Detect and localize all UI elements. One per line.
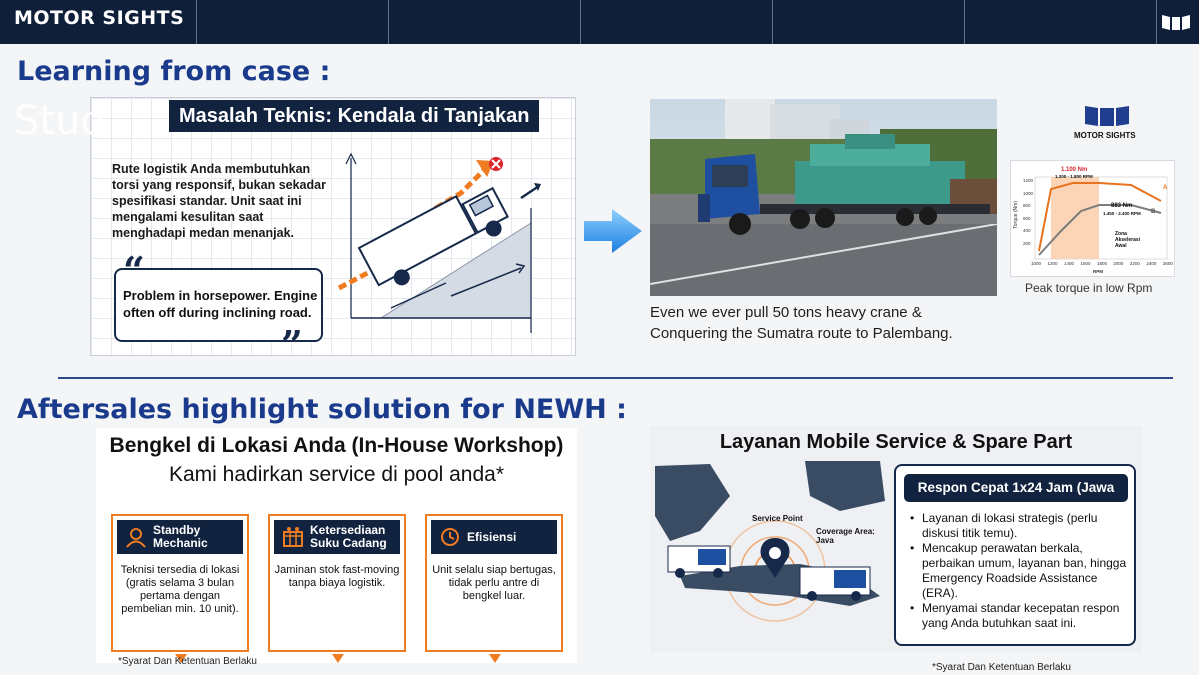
case-description: Rute logistik Anda membutuhkan torsi yan… xyxy=(112,162,326,240)
top-bar-divider xyxy=(1156,0,1157,44)
feature-body: Teknisi tersedia di lokasi (gratis selam… xyxy=(120,564,240,615)
feature-card: Standby Mechanic Teknisi tersedia di lok… xyxy=(111,514,249,663)
feature-pointer xyxy=(332,654,344,663)
list-item: Menyamai standar kecepatan respon yang A… xyxy=(910,601,1132,631)
list-item: Mencakup perawatan berkala, perbaikan um… xyxy=(910,541,1132,601)
parts-box-icon xyxy=(283,527,303,547)
truck-caption-line2: Conquering the Sumatra route to Palemban… xyxy=(650,325,953,342)
mobile-service-title: Layanan Mobile Service & Spare Part xyxy=(719,431,1073,453)
x-tick: 1000 xyxy=(1031,261,1042,266)
response-title: Respon Cepat 1x24 Jam (Jawa Area) xyxy=(904,474,1128,523)
java-map-illustration xyxy=(655,461,885,622)
torque-x-label: RPM xyxy=(1093,269,1103,274)
quote-box xyxy=(114,268,323,342)
zone-label: Zona Akselerasi Awal xyxy=(1115,231,1141,249)
arrow-right-icon xyxy=(584,209,642,253)
terms-note: *Syarat Dan Ketentuan Berlaku xyxy=(118,656,257,667)
torque-x-ticks: 1000 1200 1400 1600 1800 2000 2200 2400 … xyxy=(1031,261,1173,266)
workshop-title: Bengkel di Lokasi Anda (In-House Worksho… xyxy=(109,434,564,457)
x-tick: 2400 xyxy=(1146,261,1157,266)
feature-body: Jaminan stok fast-moving tanpa biaya log… xyxy=(274,564,400,589)
x-tick: 2000 xyxy=(1113,261,1124,266)
terms-note: *Syarat Dan Ketentuan Berlaku xyxy=(932,662,1071,673)
peak-a-rpm: 1.200 - 1.800 RPM xyxy=(1055,174,1093,179)
truck-crane-photo xyxy=(650,99,997,296)
top-bar-divider xyxy=(388,0,389,44)
close-quote-icon: ” xyxy=(281,322,303,356)
response-box: Respon Cepat 1x24 Jam (Jawa Area) Layana… xyxy=(894,464,1136,646)
feature-pointer xyxy=(489,654,501,663)
series-a-label: A xyxy=(1163,185,1168,191)
top-bar: MOTOR SIGHTS xyxy=(0,0,1199,44)
y-tick: 600 xyxy=(1023,215,1031,221)
y-tick: 1000 xyxy=(1023,190,1034,196)
mobile-service-card: Layanan Mobile Service & Spare Part Serv… xyxy=(650,426,1142,652)
case-card: Masalah Teknis: Kendala di Tanjakan Rute… xyxy=(90,97,576,356)
case-title: Masalah Teknis: Kendala di Tanjakan xyxy=(169,100,540,132)
list-item: Layanan di lokasi strategis (perlu disku… xyxy=(910,511,1132,541)
coverage-label: Coverage Area: Java xyxy=(816,527,875,545)
x-tick: 1600 xyxy=(1080,261,1091,266)
y-tick: 1200 xyxy=(1023,178,1034,183)
incline-illustration xyxy=(337,152,541,333)
response-list: Layanan di lokasi strategis (perlu disku… xyxy=(910,511,1132,631)
torque-curve-chart xyxy=(1034,176,1168,260)
x-tick: 2200 xyxy=(1129,261,1140,266)
feature-header: Ketersediaan Suku Cadang xyxy=(274,520,400,554)
x-tick: 1800 xyxy=(1096,261,1107,266)
peak-a-label: 1.100 Nm xyxy=(1061,167,1088,173)
top-bar-divider xyxy=(580,0,581,44)
top-bar-divider xyxy=(772,0,773,44)
feature-title: Standby Mechanic xyxy=(153,523,208,550)
peak-b-label: 883 Nm xyxy=(1111,203,1133,209)
torque-y-label: Torque (Nm) xyxy=(1013,201,1019,229)
truck-caption-line1: Even we ever pull 50 tons heavy crane & xyxy=(650,304,922,321)
torque-logo-text: MOTOR SIGHTS xyxy=(1074,131,1136,140)
y-tick: 200 xyxy=(1023,240,1031,246)
feature-body: Unit selalu siap bertugas, tidak perlu a… xyxy=(432,564,556,602)
y-tick: 800 xyxy=(1023,203,1031,208)
x-tick: 1400 xyxy=(1063,261,1074,266)
motor-sights-logo-icon xyxy=(1162,15,1190,30)
brand-logo-text: MOTOR SIGHTS xyxy=(14,7,185,29)
y-tick: 400 xyxy=(1023,228,1031,233)
torque-y-ticks: 1200 1000 800 600 400 200 xyxy=(1023,175,1033,250)
workshop-subtitle: Kami hadirkan service di pool anda* xyxy=(168,463,505,486)
workshop-card: Bengkel di Lokasi Anda (In-House Worksho… xyxy=(96,428,577,667)
mechanic-icon xyxy=(126,528,146,548)
feature-title: Efisiensi xyxy=(467,529,517,544)
x-tick: 1200 xyxy=(1047,261,1058,266)
feature-card: Efisiensi Unit selalu siap bertugas, tid… xyxy=(425,514,563,663)
feature-header: Standby Mechanic xyxy=(117,520,243,554)
problem-quote: Problem in horsepower. Engine often off … xyxy=(123,288,318,320)
series-b-label: B xyxy=(1151,209,1156,215)
motor-sights-logo-icon xyxy=(1085,106,1129,126)
ghost-text: Stud xyxy=(14,98,106,144)
open-quote-icon: “ xyxy=(123,248,145,293)
section-title-case: Learning from case : xyxy=(17,56,331,87)
feature-pointer xyxy=(175,654,187,663)
service-point-label: Service Point xyxy=(752,514,803,523)
top-bar-divider xyxy=(196,0,197,44)
feature-header: Efisiensi xyxy=(431,520,557,554)
torque-chart: Torque (Nm) 1.100 Nm 1.200 - 1.800 RPM 8… xyxy=(1010,160,1175,277)
feature-title: Ketersediaan Suku Cadang xyxy=(310,523,387,550)
section-title-aftersales: Aftersales highlight solution for NEWH : xyxy=(17,394,627,425)
feature-card: Ketersediaan Suku Cadang Jaminan stok fa… xyxy=(268,514,406,663)
clock-icon xyxy=(441,528,459,546)
torque-caption: Peak torque in low Rpm xyxy=(1025,281,1153,295)
x-tick: 2600 xyxy=(1162,261,1173,266)
peak-b-rpm: 1.450 - 2.400 RPM xyxy=(1103,211,1141,216)
section-divider xyxy=(58,377,1173,379)
top-bar-divider xyxy=(964,0,965,44)
